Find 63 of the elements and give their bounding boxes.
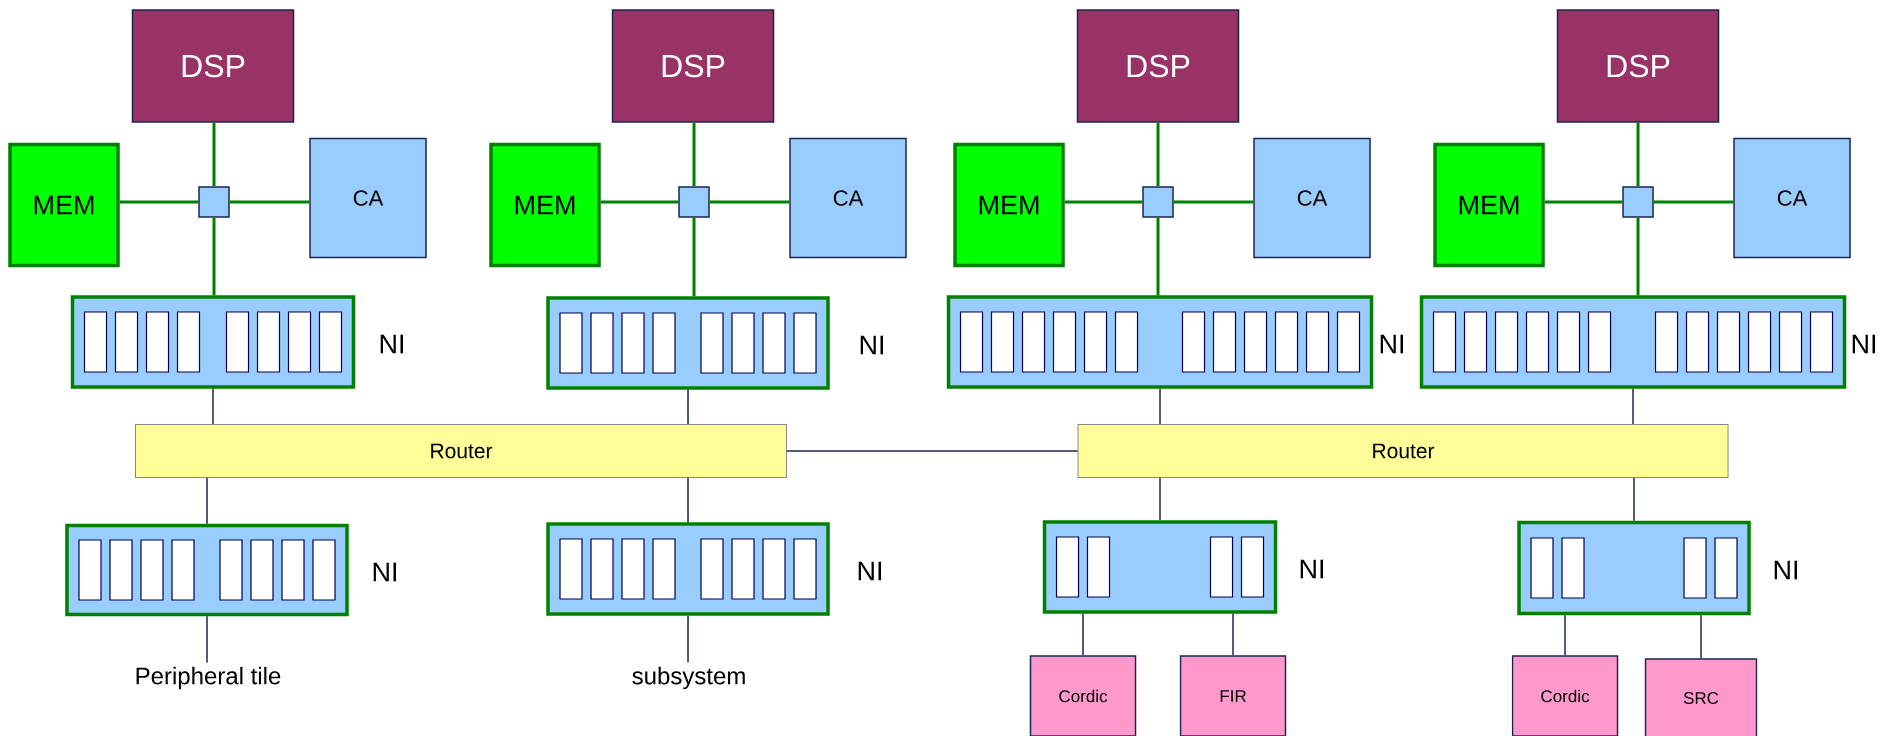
interface-label: NI (373, 562, 396, 582)
processor-box: DSP (611, 9, 775, 123)
connector (119, 200, 199, 204)
connector (687, 615, 689, 664)
processor-box: DSP (131, 9, 295, 123)
switch-box (1142, 186, 1174, 218)
connector (687, 389, 689, 425)
memory-box: MEM (1433, 142, 1545, 268)
interface-label: NI (1852, 334, 1876, 354)
tile-label: Peripheral tile (136, 666, 281, 690)
connector (212, 217, 216, 296)
connector (1232, 613, 1234, 656)
router-box: Router (135, 424, 787, 478)
interface-label: NI (1380, 334, 1404, 354)
connector (687, 477, 689, 523)
adapter-box: CA (1253, 137, 1371, 259)
connector (692, 122, 696, 187)
switch-box (1622, 186, 1654, 218)
connector (709, 200, 790, 204)
connector (1173, 200, 1254, 204)
switch-box (678, 186, 710, 218)
connector (1156, 122, 1160, 187)
connector (600, 200, 679, 204)
memory-box: MEM (8, 142, 120, 268)
connector (1636, 122, 1640, 187)
module-box: SRC (1644, 658, 1758, 736)
connector (212, 388, 214, 425)
switch-box (198, 186, 230, 218)
adapter-box: CA (789, 137, 907, 259)
connector (206, 615, 208, 664)
processor-box: DSP (1556, 9, 1720, 123)
connector (206, 477, 208, 525)
connector (692, 217, 696, 297)
router-box: Router (1077, 424, 1729, 478)
connector (1082, 613, 1084, 656)
connector (1653, 200, 1734, 204)
connector (1636, 217, 1640, 296)
connector (1064, 200, 1143, 204)
connector (1159, 477, 1161, 521)
connector (1632, 388, 1634, 425)
connector (1564, 614, 1566, 656)
connector (1159, 388, 1161, 425)
connector (229, 200, 310, 204)
processor-box: DSP (1076, 9, 1240, 123)
module-box: FIR (1179, 655, 1287, 736)
adapter-box: CA (1733, 137, 1851, 259)
interface-label: NI (1774, 560, 1798, 580)
connector (1700, 614, 1702, 659)
interface-label: NI (1300, 559, 1324, 579)
module-box: Cordic (1511, 655, 1619, 736)
interface-label: NI (860, 335, 884, 355)
connector (212, 122, 216, 187)
memory-box: MEM (489, 142, 601, 268)
connector (1156, 217, 1160, 296)
interface-label: NI (858, 561, 881, 581)
connector (1544, 200, 1623, 204)
connector (1633, 477, 1635, 522)
memory-box: MEM (953, 142, 1065, 268)
interface-label: NI (380, 334, 403, 354)
tile-label: subsystem (632, 666, 745, 690)
module-box: Cordic (1029, 655, 1137, 736)
adapter-box: CA (309, 137, 427, 259)
connector (786, 450, 1079, 452)
